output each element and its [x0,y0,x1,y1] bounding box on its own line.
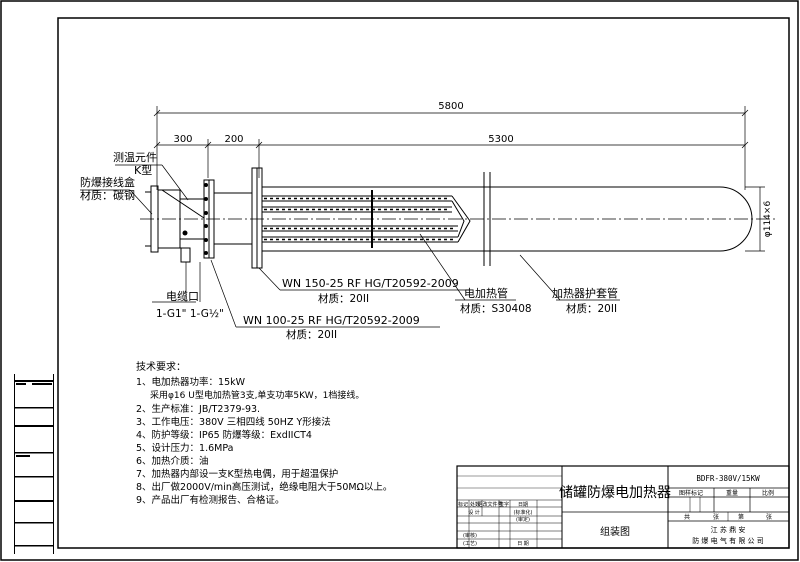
dim-mid: 200 [224,134,243,145]
heating-tubes [262,190,471,248]
total-label: 共 [684,513,690,521]
model-number: BDFR-380V/15KW [696,474,760,483]
callout-junction-material: 材质：碳钢 [80,188,135,202]
stage-label: 图样标记 [679,489,703,497]
callout-temp-type: K型 [134,163,152,177]
change-doc-label: 更改文件号 [477,501,502,508]
check-label: (审定) [516,516,530,523]
callout-sleeve: 加热器护套管 [552,286,618,300]
callout-flange-100-material: 材质：20II [286,328,337,341]
requirement-item: 3、工作电压：380V 三相四线 50HZ Y形接法 [136,416,331,428]
date-label: 日期 [518,502,528,508]
sign-label: 签字 [499,501,509,508]
heating-tube-hatch [264,197,456,241]
requirement-item: 1、电加热器功率：15kW [136,376,246,388]
callout-sleeve-material: 材质：20II [566,302,617,315]
technical-requirements: 技术要求： 1、电加热器功率：15kW 采用φ16 U型电加热管3支,单支功率5… [136,360,392,506]
callout-flange-150: WN 150-25 RF HG/T20592-2009 [282,277,459,290]
mark-label: 标记 [458,501,468,508]
title-block-text: 储罐防爆电加热器 BDFR-380V/15KW 组装图 图样标记 重量 比例 共… [458,474,774,547]
requirements-title: 技术要求： [136,360,186,373]
company-line2: 防 爆 电 气 有 限 公 司 [692,536,764,545]
title-block [456,465,790,549]
callout-cable-port-spec: 1-G1" 1-G½" [156,308,224,320]
binding-strip [14,374,54,554]
weight-label: 重量 [726,489,738,497]
dim-left: 300 [173,134,192,145]
dimension-lines [153,106,765,252]
callout-temp-element: 测温元件 [113,151,157,164]
craft-label: (工艺) [463,541,477,547]
requirement-item: 4、防护等级：IP65 防爆等级：ExdIICT4 [136,429,312,441]
callout-heater-tube: 电加热管 [464,286,508,300]
callout-cable-port: 电缆口 [166,290,199,303]
callout-flange-100: WN 100-25 RF HG/T20592-2009 [243,314,420,327]
standard-label: (标准化) [514,509,533,516]
count-label: 处数 [470,501,480,508]
callout-heater-tube-material: 材质：S30408 [460,302,532,315]
design-label: 设 计 [468,509,480,516]
review-label: (审核) [463,532,477,539]
date2-label: 日 期 [517,541,529,547]
requirement-item: 7、加热器内部设一支K型热电偶，用于超温保护 [136,468,338,480]
product-name: 储罐防爆电加热器 [559,485,671,501]
page-unit: 张 [766,513,772,521]
requirement-item: 8、出厂做2000V/min高压测试，绝缘电阻大于50MΩ以上。 [136,481,392,493]
sheet-label: 张 [713,513,719,521]
requirement-item: 9、产品出厂有检测报告、合格证。 [136,494,285,506]
requirement-item: 6、加热介质：油 [136,455,209,467]
scale-label: 比例 [762,489,774,497]
dim-overall: 5800 [438,101,463,112]
page-label: 第 [738,513,744,521]
callout-flange-150-material: 材质：20II [318,292,369,305]
dim-right: 5300 [488,134,513,145]
company-line1: 江 苏 鼎 安 [711,525,746,534]
leader-lines [80,164,620,328]
drawing-type: 组装图 [600,525,630,538]
requirement-item: 5、设计压力：1.6MPa [136,442,233,454]
bolts [182,183,208,255]
requirement-item: 2、生产标准：JB/T2379-93. [136,403,260,415]
callout-junction-box: 防爆接线盒 [80,175,135,189]
inner-border [57,17,790,549]
heater-body [145,167,753,269]
requirement-item: 采用φ16 U型电加热管3支,单支功率5KW，1档接线。 [150,389,364,401]
